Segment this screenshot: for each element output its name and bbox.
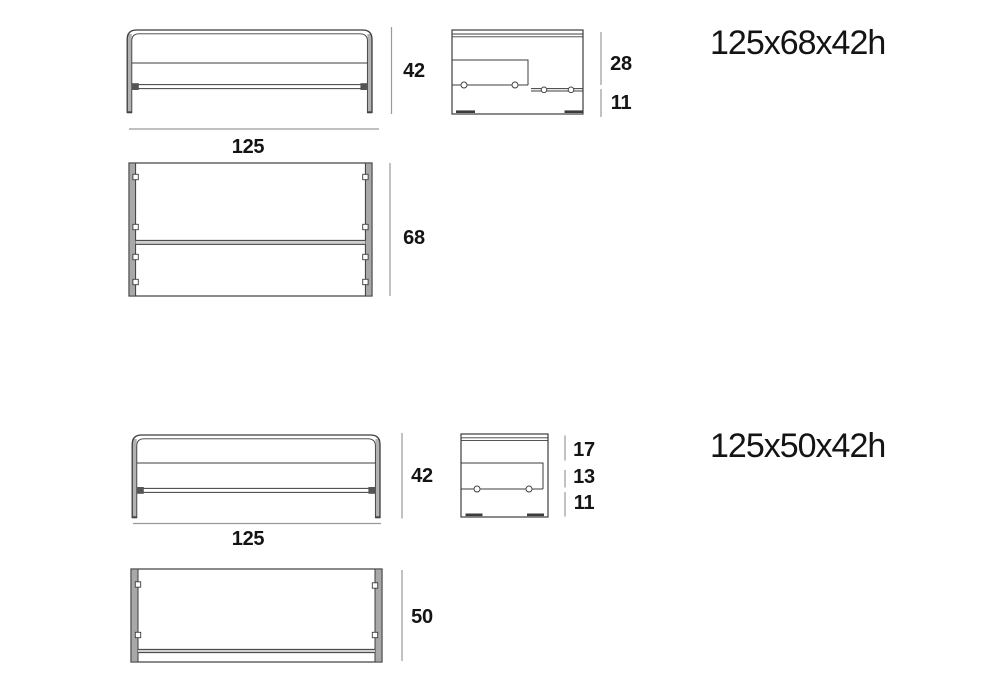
clip-marker	[132, 278, 139, 286]
glide-right	[527, 513, 544, 517]
foot-right	[375, 516, 381, 519]
foot-right	[367, 111, 373, 114]
dimension-lines-125x50	[133, 433, 566, 661]
clip-marker	[362, 253, 369, 261]
foot-left	[127, 111, 132, 114]
plan-view-125x68	[128, 162, 373, 297]
foot-left	[132, 516, 137, 519]
right-leg	[367, 34, 372, 113]
side-view-125x50	[460, 433, 549, 518]
dimension-lines-125x68	[129, 27, 602, 296]
outer-contour	[131, 434, 381, 518]
dim-label-top-section: 17	[573, 439, 595, 461]
inner-panel	[452, 59, 529, 85]
clip-marker	[134, 631, 142, 639]
shelf-seam-band	[135, 240, 366, 245]
product-title-125x68: 125x68x42h	[710, 24, 886, 62]
right-side-panel	[375, 569, 382, 662]
left-leg	[132, 439, 137, 518]
dim-label-shelf-to-floor: 11	[610, 92, 632, 114]
clip-marker	[134, 581, 142, 588]
bolt-marker	[567, 86, 575, 94]
front-view-125x50	[131, 434, 381, 519]
inner-panel	[461, 462, 544, 489]
clip-marker	[132, 253, 139, 261]
bolt-marker	[460, 81, 468, 89]
plan-outline	[130, 568, 383, 663]
clip-marker	[371, 631, 379, 639]
inner-contour	[131, 33, 368, 113]
shelf-bracket-left	[136, 487, 144, 494]
inner-contour	[136, 438, 376, 518]
plan-outline	[128, 162, 373, 297]
clip-marker	[132, 173, 139, 181]
glide-left	[456, 110, 475, 113]
dim-label-width: 125	[231, 136, 265, 158]
clip-marker	[362, 173, 369, 181]
front-view-125x68	[126, 29, 373, 114]
plan-view-125x50	[130, 568, 383, 663]
outer-contour	[126, 29, 373, 113]
product-title-125x50: 125x50x42h	[710, 427, 886, 465]
dim-label-middle-section: 13	[573, 466, 595, 488]
shelf-bracket-right	[368, 487, 376, 494]
bolt-marker	[511, 81, 519, 89]
dim-label-top-to-shelf: 28	[610, 53, 632, 75]
side-view-125x68	[451, 29, 584, 115]
left-leg	[127, 34, 132, 113]
shelf-seam-band	[138, 649, 375, 653]
right-leg	[375, 439, 380, 518]
clip-marker	[132, 223, 139, 231]
shelf-bracket-left	[131, 83, 139, 90]
dim-label-height: 42	[403, 60, 425, 82]
glide-left	[465, 513, 483, 517]
side-outline	[451, 29, 584, 115]
glide-right	[564, 110, 583, 113]
bolt-marker	[473, 485, 481, 493]
clip-marker	[362, 223, 369, 231]
left-side-panel	[131, 569, 138, 662]
dim-label-depth: 68	[403, 227, 425, 249]
bolt-marker	[540, 86, 548, 94]
side-outline	[460, 433, 549, 518]
clip-marker	[362, 278, 369, 286]
bolt-marker	[525, 485, 533, 493]
shelf-bracket-right	[360, 83, 368, 90]
clip-marker	[371, 582, 379, 589]
dim-label-height: 42	[411, 465, 433, 487]
dim-label-bottom-section: 11	[573, 492, 595, 514]
dim-label-depth: 50	[411, 606, 433, 628]
dim-label-width: 125	[231, 528, 265, 550]
